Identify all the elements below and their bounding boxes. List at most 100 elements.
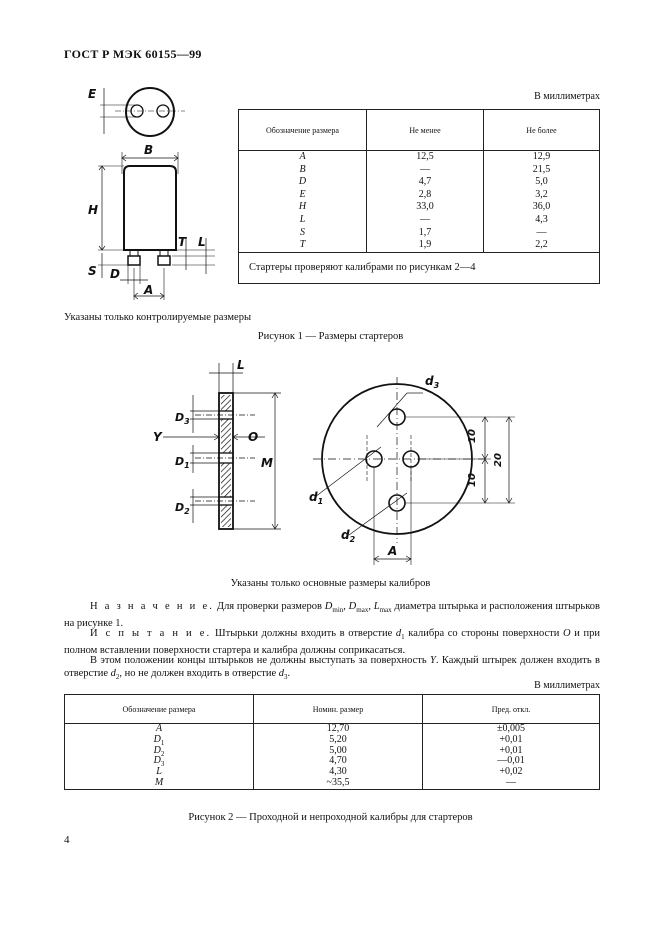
table2-cell: — [506, 776, 516, 788]
var-sub: 2 [115, 673, 120, 682]
table2-units: В миллиметрах [534, 680, 600, 691]
paragraph-test: И с п ы т а н и е. Штырьки должны входит… [64, 627, 600, 657]
figure2-caption: Рисунок 2 — Проходной и непроходной кали… [188, 812, 473, 823]
table2-cell: M [154, 776, 164, 788]
position-text: , но не должен входить в отверстие [119, 668, 279, 679]
purpose-text: диаметра штырька и расположения штырьков… [64, 601, 600, 630]
fig2-label-L: L [237, 358, 245, 372]
figure1-drawing: E B H T L S D A [88, 87, 215, 300]
table1-cell: T [299, 239, 306, 251]
fig2-label-A: A [387, 544, 397, 558]
table2-cell: ~35,5 [326, 776, 350, 788]
fig2-label-20: 20 [493, 453, 504, 467]
table1-cell: 1,9 [418, 239, 432, 251]
table2-header-nominal: Номин. размер [253, 694, 423, 724]
table2-cell: 5,20 [329, 733, 347, 745]
var-d: d [110, 668, 116, 679]
table1-header-min: Не менее [366, 109, 484, 151]
var-sub: min [332, 606, 344, 615]
table1-cell: 36,0 [532, 201, 551, 213]
table1-units: В миллиметрах [534, 91, 600, 102]
table2-cell: 4,30 [329, 766, 347, 778]
fig2-label-D1: D1 [175, 455, 190, 470]
table2-col-name: A D1 D2 D3 L M [64, 723, 254, 790]
test-text: калибра со стороны поверхности [404, 628, 564, 639]
figure1-note: Указаны только контролируемые размеры [64, 312, 252, 323]
table1-cell: — [420, 163, 430, 175]
table1-cell: 4,7 [418, 176, 432, 188]
fig1-label-E: E [88, 87, 97, 101]
test-text: и при полном вставлении поверхности стар… [64, 628, 600, 657]
table2-cell: 5,00 [329, 744, 347, 756]
table2-cell: A [155, 723, 163, 734]
position-text: . Каждый штырек должен входить в отверст… [64, 655, 600, 679]
table1-cell: — [536, 226, 547, 238]
table2-cell: D2 [153, 744, 165, 758]
fig1-label-D: D [110, 267, 120, 281]
paragraph-purpose: Н а з н а ч е н и е. Для проверки размер… [64, 600, 600, 630]
table1-cell: 5,0 [535, 176, 548, 188]
table1-cell: B [299, 163, 306, 175]
var-d: d [278, 668, 284, 679]
position-text: В этом положении концы штырьков не должн… [90, 655, 431, 666]
figure2-drawing: L D3 Y O D1 M D2 d3 d1 d2 10 10 20 A [153, 358, 515, 565]
fig2-label-d2: d2 [341, 528, 356, 544]
table1-cell: — [420, 213, 430, 225]
table2: Обозначение размера Номин. размер Пред. … [64, 694, 600, 790]
fig1-label-T: T [178, 235, 187, 249]
test-text: Штырьки должны входить в отверстие [211, 628, 396, 639]
table2-cell: D1 [153, 733, 165, 747]
fig2-label-d3: d3 [425, 374, 440, 390]
table1-cell: 3,2 [535, 188, 548, 200]
var-sub: 1 [401, 633, 405, 642]
table1-cell: 12,9 [532, 151, 551, 162]
table1-cell: E [299, 188, 306, 200]
table2-col-nominal: 12,70 5,20 5,00 4,70 4,30 ~35,5 [253, 723, 423, 790]
table1-cell: 1,7 [418, 226, 432, 238]
var-D: D [324, 601, 333, 612]
table1-footer: Стартеры проверяют калибрами по рисункам… [238, 251, 600, 284]
test-lead: И с п ы т а н и е. [90, 628, 212, 639]
table2-cell: L [156, 766, 162, 778]
table2-col-tolerance: ±0,005 +0,01 +0,01 —0,01 +0,02 — [422, 723, 600, 790]
table1-cell: D [298, 176, 307, 188]
table2-cell: —0,01 [497, 755, 525, 767]
purpose-text: , [368, 601, 374, 612]
fig1-label-A: A [143, 283, 153, 297]
table1-cell: 21,5 [532, 163, 551, 175]
table1-col-name: A B D E H L S T [238, 150, 367, 253]
table1: Обозначение размера Не менее Не более A … [238, 109, 600, 284]
table1-cell: L [299, 213, 306, 225]
table2-cell: +0,01 [499, 744, 523, 756]
var-sub: max [379, 606, 392, 615]
table2-cell: +0,02 [499, 766, 523, 778]
document-header: ГОСТ Р МЭК 60155—99 [64, 47, 202, 61]
fig2-label-10-bottom: 10 [467, 473, 478, 487]
table1-col-min: 12,5 — 4,7 2,8 33,0 — 1,7 1,9 [366, 150, 484, 253]
table2-header-name: Обозначение размера [64, 694, 254, 724]
fig2-label-D3: D3 [175, 411, 190, 426]
table2-header-tolerance: Пред. откл. [422, 694, 600, 724]
table2-cell: 4,70 [329, 755, 347, 767]
table1-cell: A [299, 151, 306, 162]
fig1-label-H: H [88, 203, 98, 217]
table1-header-max: Не более [483, 109, 600, 151]
purpose-lead: Н а з н а ч е н и е. [90, 601, 215, 612]
var-Y: Y [430, 655, 436, 666]
paragraph-position: В этом положении концы штырьков не должн… [64, 654, 600, 684]
fig2-label-O: O [248, 430, 258, 444]
table2-cell: +0,01 [499, 733, 523, 745]
page-number: 4 [64, 834, 70, 846]
table1-header-name: Обозначение размера [238, 109, 367, 151]
purpose-text: Для проверки размеров [214, 601, 325, 612]
table1-col-max: 12,9 21,5 5,0 3,2 36,0 4,3 — 2,2 [483, 150, 600, 253]
fig2-label-M: M [261, 456, 273, 470]
var-sub: 3 [284, 673, 288, 682]
fig2-label-d1: d1 [309, 490, 323, 506]
fig1-label-S: S [88, 264, 97, 278]
table2-cell: 12,70 [326, 723, 350, 734]
var-O: O [563, 628, 571, 639]
table2-cell: ±0,005 [497, 723, 525, 734]
table2-cell: D3 [153, 755, 165, 769]
fig2-label-10-top: 10 [467, 429, 478, 443]
